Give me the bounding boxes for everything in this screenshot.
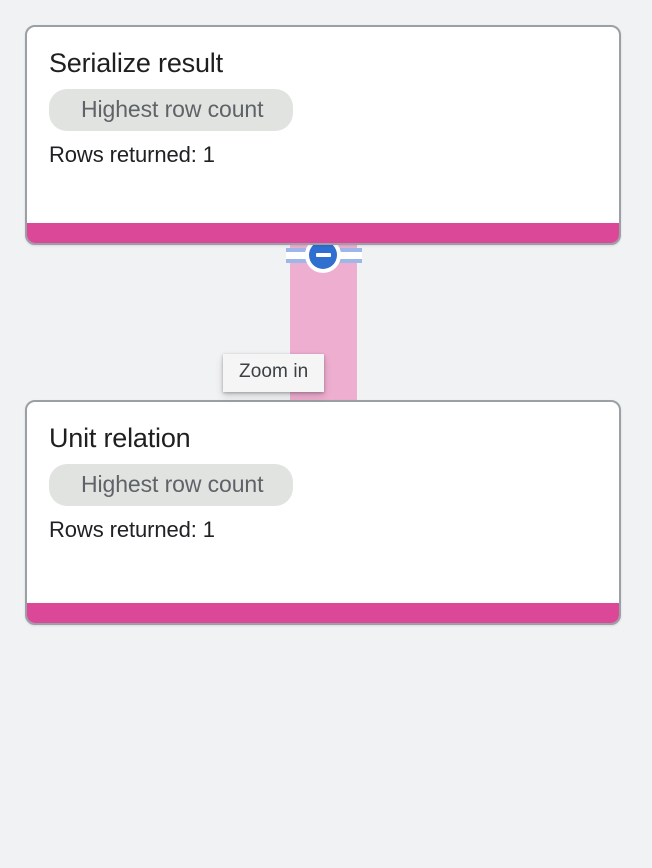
card-title: Serialize result <box>49 48 223 78</box>
card-body: Serialize result Highest row count Rows … <box>27 27 619 169</box>
card-body: Unit relation Highest row count Rows ret… <box>27 402 619 544</box>
status-badge: Highest row count <box>49 464 294 506</box>
card-title: Unit relation <box>49 423 191 453</box>
node-card-unit-relation[interactable]: Unit relation Highest row count Rows ret… <box>25 400 621 625</box>
rows-returned-text: Rows returned: 1 <box>49 517 215 542</box>
card-accent-footer <box>27 223 619 243</box>
minus-glyph <box>315 253 331 257</box>
node-card-serialize-result[interactable]: Serialize result Highest row count Rows … <box>25 25 621 245</box>
rows-returned-text: Rows returned: 1 <box>49 142 215 167</box>
status-badge: Highest row count <box>49 89 294 131</box>
minus-circle-disc <box>309 241 337 269</box>
zoom-in-tooltip: Zoom in <box>223 354 325 392</box>
card-accent-footer <box>27 603 619 623</box>
